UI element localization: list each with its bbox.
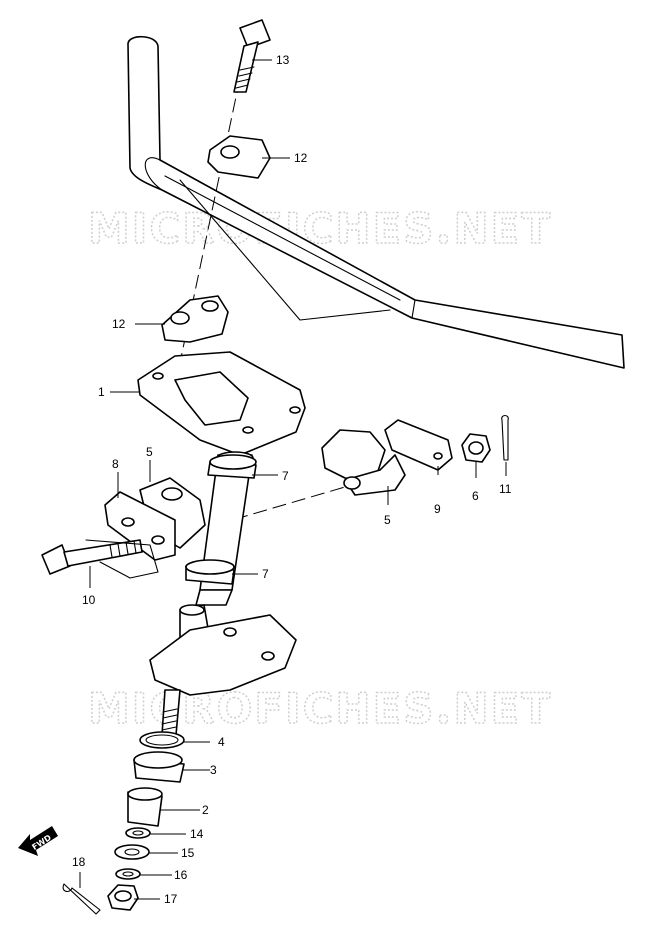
callout-10: 10 [82, 593, 96, 607]
bolt-10 [41, 539, 159, 579]
seal-4 [139, 731, 185, 749]
callout-5-right: 5 [384, 513, 391, 527]
washer-14 [125, 827, 151, 839]
callout-labels: 13 12 12 1 8 5 7 5 9 6 11 7 10 4 3 2 14 … [72, 53, 512, 906]
fwd-arrow-icon: FWD [18, 826, 58, 856]
lock-plate-8 [104, 491, 176, 561]
washer-15 [114, 844, 150, 860]
callout-13: 13 [276, 53, 290, 67]
bolt-13 [233, 19, 271, 93]
callout-5-left: 5 [146, 445, 153, 459]
callout-2: 2 [202, 803, 209, 817]
nut-6 [461, 433, 491, 463]
leader-lines [79, 59, 507, 900]
bushing-3 [133, 751, 185, 783]
cotter-pin-18 [62, 883, 101, 915]
handlebar-clamp-lower [161, 295, 229, 343]
callout-12-upper: 12 [294, 151, 308, 165]
handlebar [127, 35, 625, 369]
callout-7-lower: 7 [262, 567, 269, 581]
callout-14: 14 [190, 827, 204, 841]
callout-8: 8 [112, 457, 119, 471]
callout-18: 18 [72, 855, 86, 869]
callout-11: 11 [499, 482, 512, 496]
watermark-top: MICROFICHES.NET [88, 204, 552, 253]
callout-7-upper: 7 [282, 469, 289, 483]
callout-3: 3 [210, 763, 217, 777]
callout-17: 17 [164, 892, 178, 906]
washer-16 [115, 868, 141, 880]
callout-12-lower: 12 [112, 317, 126, 331]
cotter-pin-11 [501, 414, 509, 461]
steering-arm [149, 604, 297, 736]
bearing-holder-5-right [321, 429, 406, 496]
callout-15: 15 [181, 846, 195, 860]
bushing-7-upper [207, 454, 257, 479]
watermark-bottom: MICROFICHES.NET [88, 684, 552, 733]
callout-1: 1 [98, 385, 105, 399]
plate-9 [384, 419, 453, 471]
nut-17 [107, 884, 139, 911]
callout-9: 9 [434, 502, 441, 516]
callout-16: 16 [174, 868, 188, 882]
steering-shaft [137, 351, 306, 606]
callout-6: 6 [472, 489, 479, 503]
bushing-2 [127, 787, 163, 827]
bushing-7-lower [185, 559, 235, 585]
callout-4: 4 [218, 735, 225, 749]
handlebar-clamp-upper [207, 135, 271, 179]
